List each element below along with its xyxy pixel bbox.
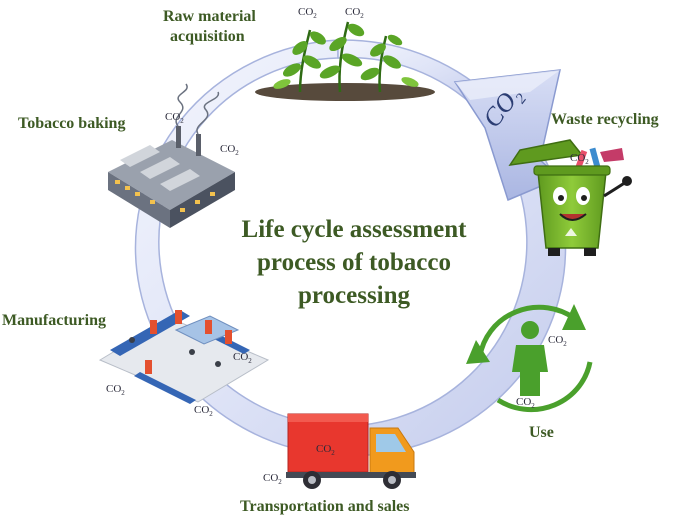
co2-manufacturing-2: CO2: [106, 383, 125, 397]
co2-factory-2: CO2: [220, 143, 239, 157]
assembly-line-icon: [98, 310, 270, 404]
co2-bin: CO2: [570, 152, 589, 166]
co2-exhaust: CO2: [263, 472, 282, 486]
co2-use-1: CO2: [548, 334, 567, 348]
label-manufacturing: Manufacturing: [2, 312, 106, 329]
label-raw-material-2: acquisition: [170, 28, 245, 45]
co2-manufacturing-1: CO2: [233, 351, 252, 365]
person-recycle-icon: [466, 304, 593, 413]
label-transportation: Transportation and sales: [240, 498, 410, 515]
title-line-1: Life cycle assessment: [242, 216, 468, 243]
factory-icon: [108, 83, 235, 228]
recycle-bin-icon: [508, 139, 632, 256]
label-raw-material-1: Raw material: [163, 8, 256, 25]
label-tobacco-baking: Tobacco baking: [18, 115, 125, 132]
title-line-2: process of tobacco: [257, 249, 451, 276]
co2-plant-1: CO2: [298, 6, 317, 20]
label-waste-recycling: Waste recycling: [551, 111, 659, 128]
co2-manufacturing-3: CO2: [194, 404, 213, 418]
title-line-3: processing: [298, 282, 411, 309]
co2-truck: CO2: [316, 443, 335, 457]
truck-icon: [286, 413, 416, 489]
plant-icon: [255, 21, 435, 101]
co2-use-2: CO2: [516, 396, 535, 410]
co2-factory-1: CO2: [165, 111, 184, 125]
label-use: Use: [529, 424, 554, 441]
co2-plant-2: CO2: [345, 6, 364, 20]
center-title: Life cycle assessment process of tobacco…: [242, 216, 468, 309]
